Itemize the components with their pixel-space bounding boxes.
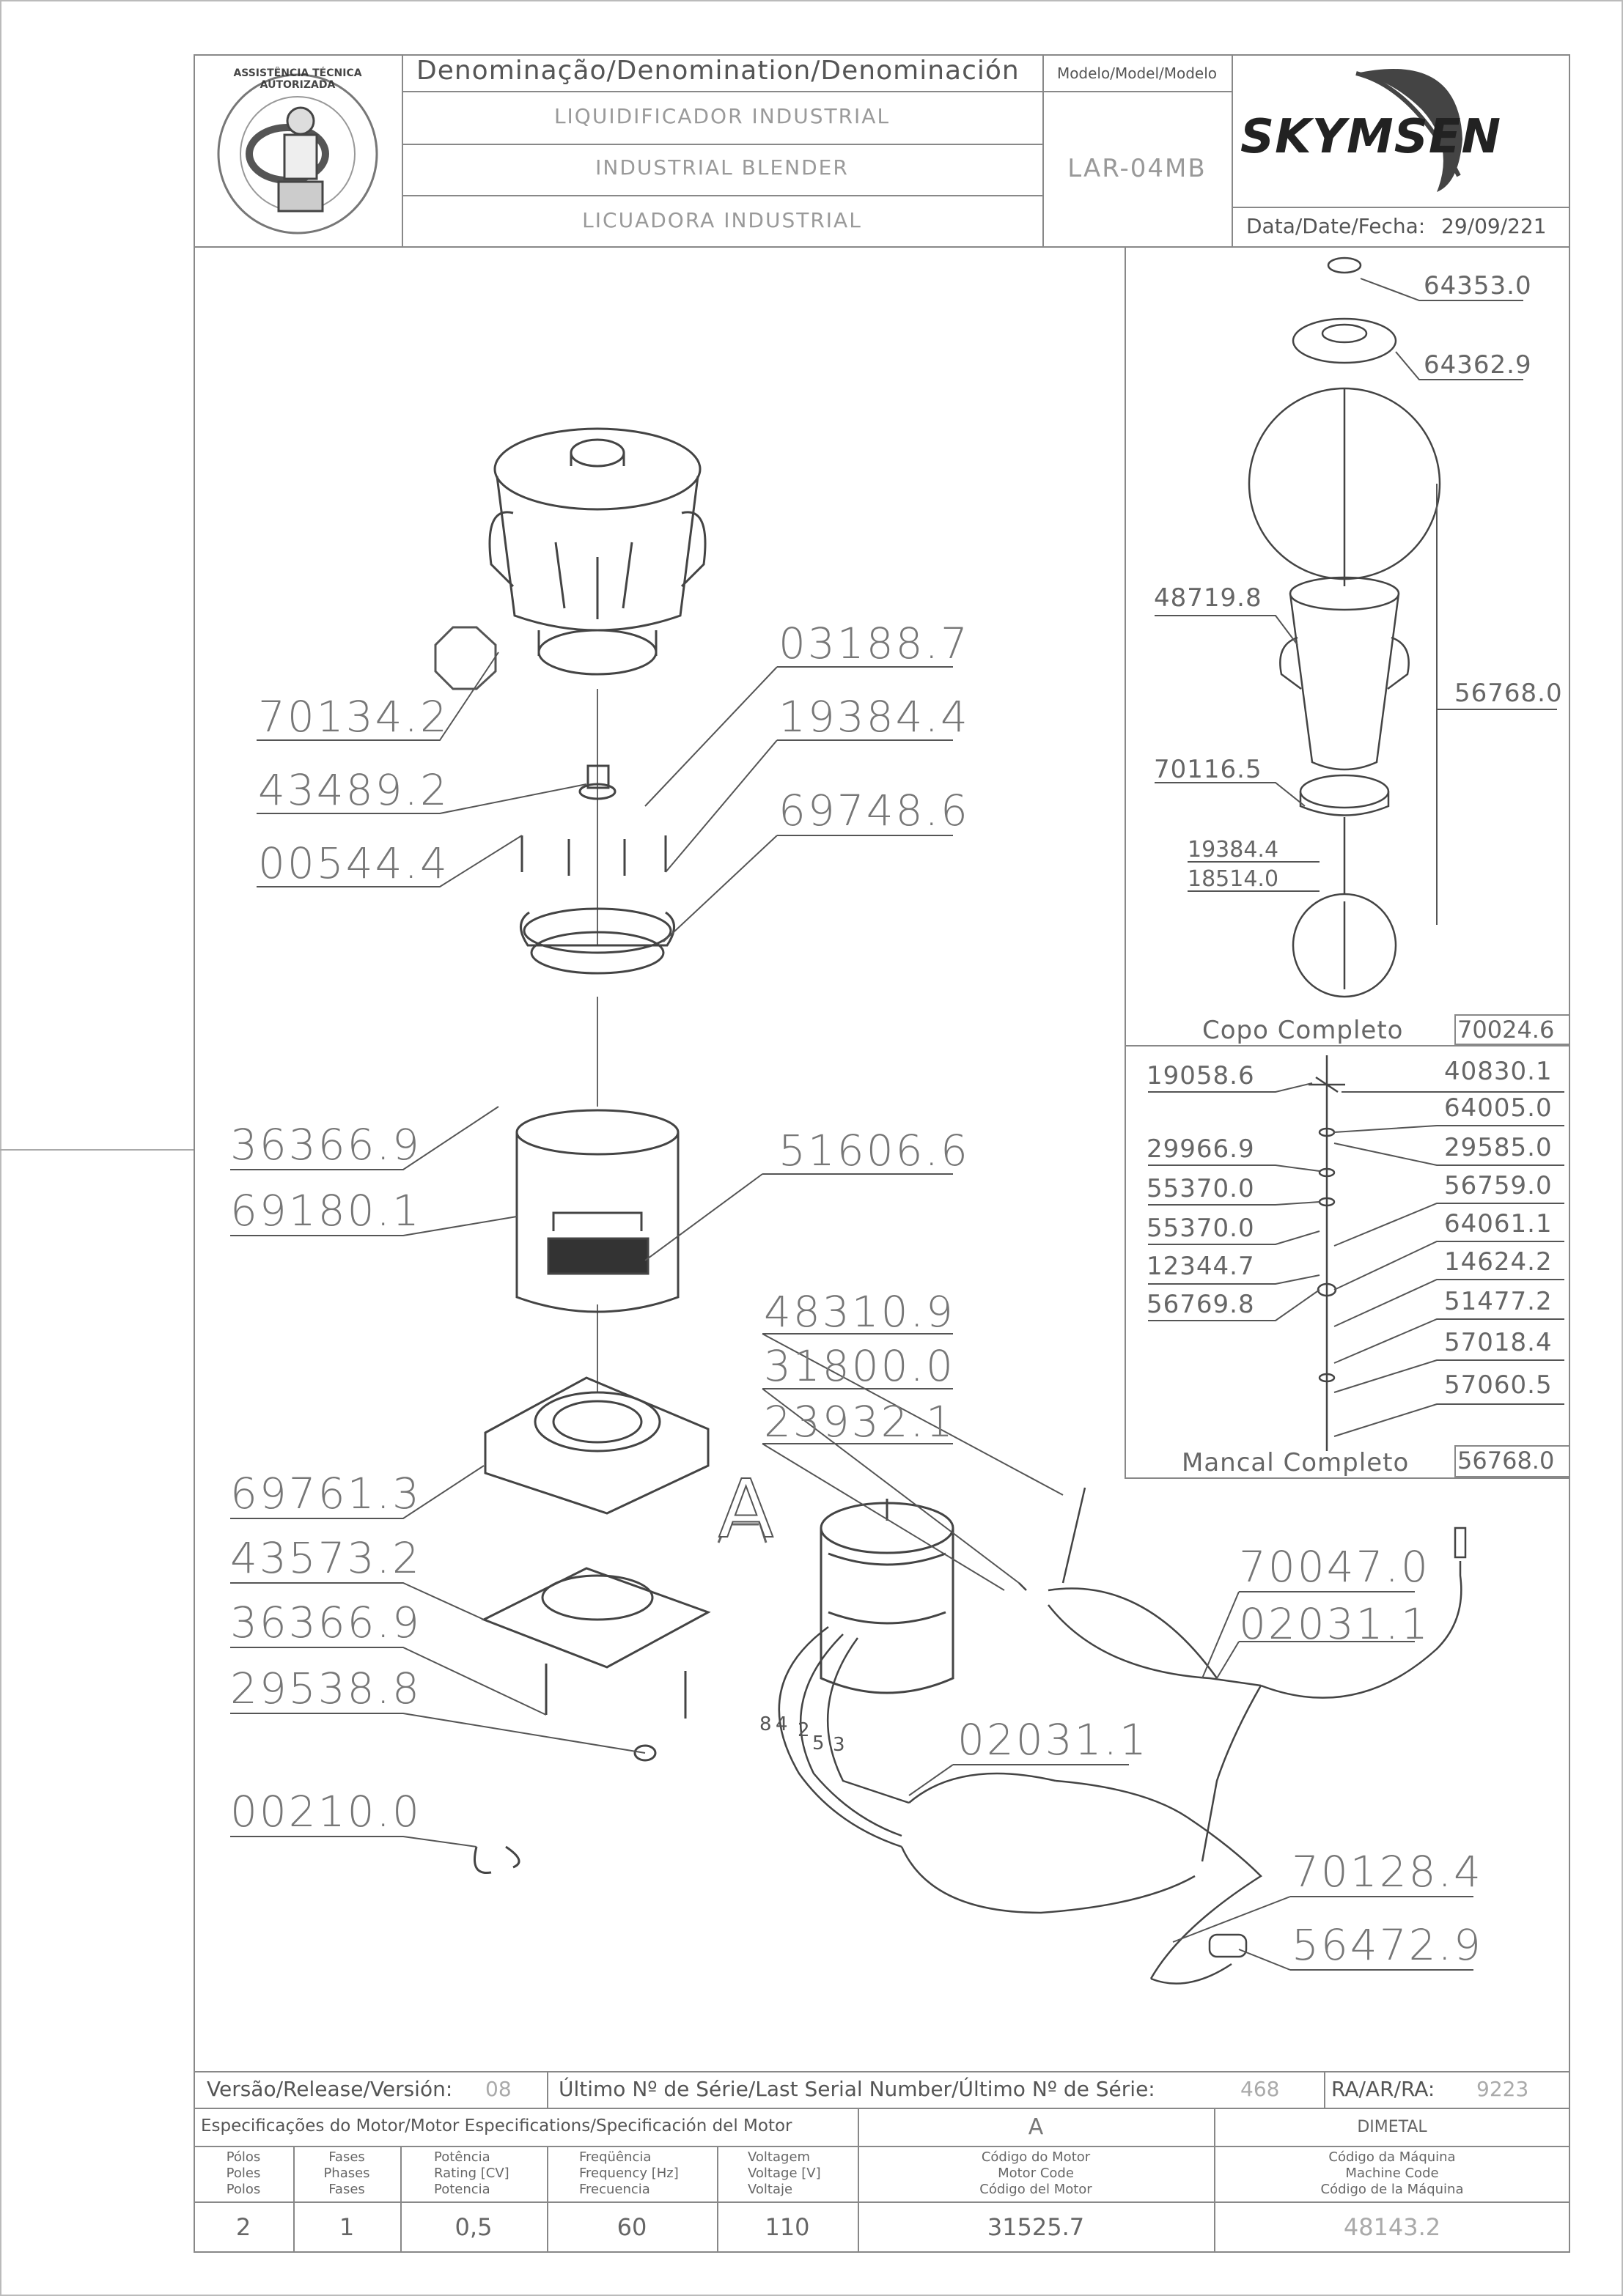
bearing-part-19058-6: 19058.6 <box>1147 1061 1255 1090</box>
date-label: Data/Date/Fecha: <box>1246 214 1425 238</box>
margin-mark <box>0 1149 194 1151</box>
col-poles-header: PólosPolesPolos <box>194 2147 293 2200</box>
brand-logo: SKYMSEN <box>1240 110 1501 164</box>
cup-part-19384-4: 19384.4 <box>1188 837 1278 863</box>
part-29538-8: 29538.8 <box>230 1664 422 1713</box>
part-70134-2: 70134.2 <box>258 692 449 742</box>
part-00544-4: 00544.4 <box>258 838 449 888</box>
denomination-label: Denominação/Denomination/Denominación <box>416 56 1020 86</box>
bearing-part-64005-0: 64005.0 <box>1444 1093 1553 1123</box>
part-02031-1: 02031.1 <box>1239 1599 1430 1649</box>
part-36366-9-b: 36366.9 <box>230 1598 422 1647</box>
cup-part-18514-0: 18514.0 <box>1188 866 1278 892</box>
part-70047-0: 70047.0 <box>1239 1542 1430 1592</box>
cup-part-70116-5: 70116.5 <box>1154 755 1262 784</box>
part-02031-1-b: 02031.1 <box>957 1715 1149 1765</box>
model-label: Modelo/Model/Modelo <box>1042 64 1232 82</box>
name-es: LICUADORA INDUSTRIAL <box>402 208 1042 232</box>
col-machine-code-header: Código da MáquinaMachine CodeCódigo de l… <box>1214 2147 1570 2200</box>
cup-detail-title: Copo Completo <box>1202 1016 1403 1045</box>
part-51606-6: 51606.6 <box>779 1126 970 1175</box>
name-en: INDUSTRIAL BLENDER <box>402 155 1042 180</box>
col-voltage-header: VoltagemVoltage [V]Voltaje <box>717 2147 858 2200</box>
cup-part-48719-8: 48719.8 <box>1154 583 1262 613</box>
part-31800-0: 31800.0 <box>764 1341 955 1391</box>
serial-label: Último Nº de Série/Last Serial Number/Úl… <box>559 2077 1155 2101</box>
bearing-part-55370-0: 55370.0 <box>1147 1174 1255 1203</box>
voltage-value: 110 <box>717 2203 858 2251</box>
bearing-part-29585-0: 29585.0 <box>1444 1133 1553 1162</box>
bearing-part-51477-2: 51477.2 <box>1444 1287 1553 1316</box>
ra-label: RA/AR/RA: <box>1331 2077 1435 2101</box>
phases-value: 1 <box>293 2203 400 2251</box>
date-value: 29/09/221 <box>1441 214 1547 238</box>
serial-value: 468 <box>1240 2077 1279 2101</box>
motor-code-value: 31525.7 <box>858 2203 1214 2251</box>
motor-maker: DIMETAL <box>1214 2108 1570 2146</box>
motor-spec-label: Especificações do Motor/Motor Especifica… <box>201 2116 792 2136</box>
part-70128-4: 70128.4 <box>1292 1847 1483 1897</box>
bearing-part-64061-1: 64061.1 <box>1444 1209 1553 1239</box>
wire-number-8: 8 <box>759 1713 772 1735</box>
part-48310-9: 48310.9 <box>764 1287 955 1337</box>
motor-marker-label: A <box>718 1462 773 1556</box>
part-03188-7: 03188.7 <box>779 619 970 668</box>
machine-code-value: 48143.2 <box>1214 2203 1570 2251</box>
motor-letter: A <box>858 2108 1214 2146</box>
part-43489-2: 43489.2 <box>258 765 449 815</box>
bearing-part-56759-0: 56759.0 <box>1444 1171 1553 1200</box>
part-00210-0: 00210.0 <box>230 1787 422 1837</box>
version-value: 08 <box>485 2077 512 2101</box>
part-69748-6: 69748.6 <box>779 786 970 835</box>
rating-value: 0,5 <box>400 2203 547 2251</box>
col-phases-header: FasesPhasesFases <box>293 2147 400 2200</box>
bearing-part-29966-9: 29966.9 <box>1147 1134 1255 1164</box>
col-rating-header: PotênciaRating [CV]Potencia <box>400 2147 547 2200</box>
bearing-part-57060-5: 57060.5 <box>1444 1370 1553 1400</box>
bearing-part-57018-4: 57018.4 <box>1444 1328 1553 1357</box>
cup-detail-code: 70024.6 <box>1457 1016 1554 1044</box>
part-69180-1: 69180.1 <box>230 1186 422 1236</box>
wire-number-2: 2 <box>798 1719 810 1741</box>
cup-part-64353-0: 64353.0 <box>1424 271 1532 300</box>
name-pt: LIQUIDIFICADOR INDUSTRIAL <box>402 104 1042 128</box>
wire-number-3: 3 <box>833 1734 845 1756</box>
col-frequency-header: FreqüênciaFrequency [Hz]Frecuencia <box>547 2147 717 2200</box>
part-36366-9: 36366.9 <box>230 1120 422 1170</box>
cup-part-64362-9: 64362.9 <box>1424 350 1532 380</box>
wire-number-4: 4 <box>776 1713 788 1735</box>
bearing-detail-title: Mancal Completo <box>1182 1448 1409 1477</box>
part-23932-1: 23932.1 <box>764 1397 955 1447</box>
bearing-part-12344-7: 12344.7 <box>1147 1252 1255 1281</box>
bearing-part-14624-2: 14624.2 <box>1444 1247 1553 1277</box>
bearing-part-55370-0-b: 55370.0 <box>1147 1214 1255 1243</box>
poles-value: 2 <box>194 2203 293 2251</box>
bearing-detail-code: 56768.0 <box>1457 1447 1554 1474</box>
frequency-value: 60 <box>547 2203 717 2251</box>
ra-value: 9223 <box>1476 2077 1528 2101</box>
cup-part-56768-0: 56768.0 <box>1454 679 1563 708</box>
part-56472-9: 56472.9 <box>1292 1920 1483 1970</box>
version-label: Versão/Release/Versión: <box>207 2077 452 2101</box>
col-motor-code-header: Código do MotorMotor CodeCódigo del Moto… <box>858 2147 1214 2200</box>
part-43573-2: 43573.2 <box>230 1533 422 1583</box>
wire-number-5: 5 <box>812 1732 825 1754</box>
bearing-part-40830-1: 40830.1 <box>1444 1057 1553 1086</box>
bearing-part-56769-8: 56769.8 <box>1147 1290 1255 1319</box>
part-69761-3: 69761.3 <box>230 1469 422 1518</box>
model-value: LAR-04MB <box>1042 154 1232 183</box>
seal-text: ASSISTÊNCIA TÉCNICA AUTORIZADA <box>213 67 383 91</box>
part-19384-4: 19384.4 <box>779 692 970 742</box>
